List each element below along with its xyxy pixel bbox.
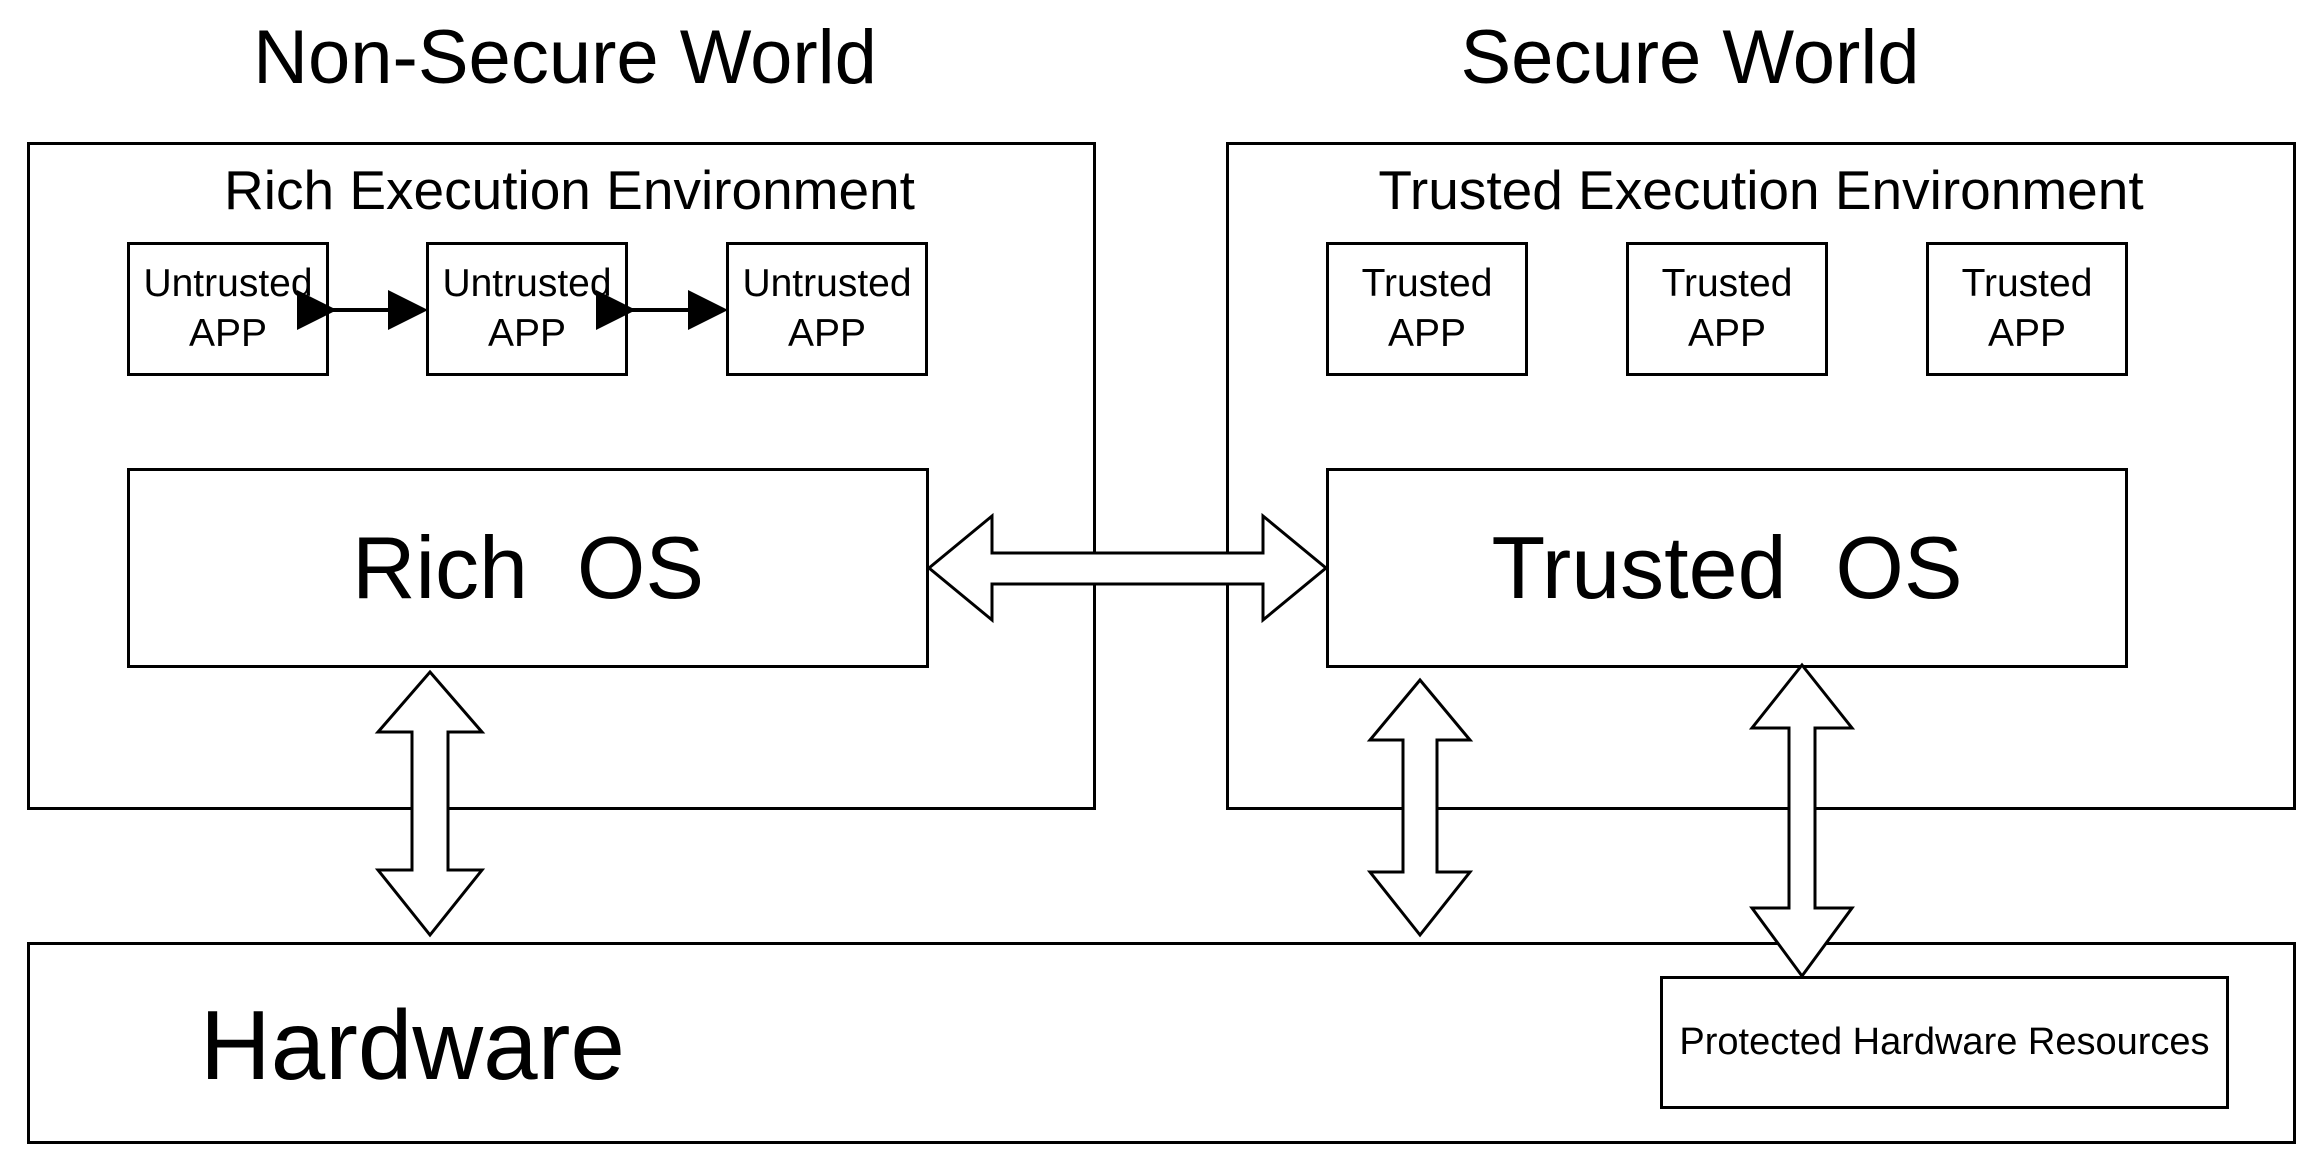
trusted-execution-environment-label: Trusted Execution Environment xyxy=(1378,159,2144,221)
app-label-line1: Trusted xyxy=(1961,262,2093,305)
untrusted-app-3: Untrusted APP xyxy=(726,242,928,376)
trusted-os-label: Trusted OS xyxy=(1491,518,1963,617)
rich-os-label: Rich OS xyxy=(351,518,705,617)
trusted-app-2: Trusted APP xyxy=(1626,242,1828,376)
untrusted-app-2: Untrusted APP xyxy=(426,242,628,376)
app-label-line1: Untrusted xyxy=(742,262,912,305)
non-secure-world-title: Non-Secure World xyxy=(253,15,877,100)
trusted-app-1: Trusted APP xyxy=(1326,242,1528,376)
app-label-line2: APP xyxy=(1387,312,1467,355)
app-label-line2: APP xyxy=(787,312,867,355)
rich-os-box: Rich OS xyxy=(127,468,929,668)
app-label-line1: Trusted xyxy=(1361,262,1493,305)
trusted-os-box: Trusted OS xyxy=(1326,468,2128,668)
app-label-line1: Trusted xyxy=(1661,262,1793,305)
app-label-line2: APP xyxy=(487,312,567,355)
app-label-line1: Untrusted xyxy=(442,262,612,305)
trusted-app-3: Trusted APP xyxy=(1926,242,2128,376)
secure-world-title: Secure World xyxy=(1460,15,1920,100)
rich-execution-environment-label: Rich Execution Environment xyxy=(224,159,915,221)
protected-hardware-resources-label: Protected Hardware Resources xyxy=(1679,1021,2210,1063)
app-label-line2: APP xyxy=(1687,312,1767,355)
untrusted-app-1: Untrusted APP xyxy=(127,242,329,376)
app-label-line2: APP xyxy=(188,312,268,355)
protected-hardware-resources-box: Protected Hardware Resources xyxy=(1660,976,2229,1109)
app-label-line1: Untrusted xyxy=(143,262,313,305)
app-label-line2: APP xyxy=(1987,312,2067,355)
hardware-label: Hardware xyxy=(200,990,625,1100)
